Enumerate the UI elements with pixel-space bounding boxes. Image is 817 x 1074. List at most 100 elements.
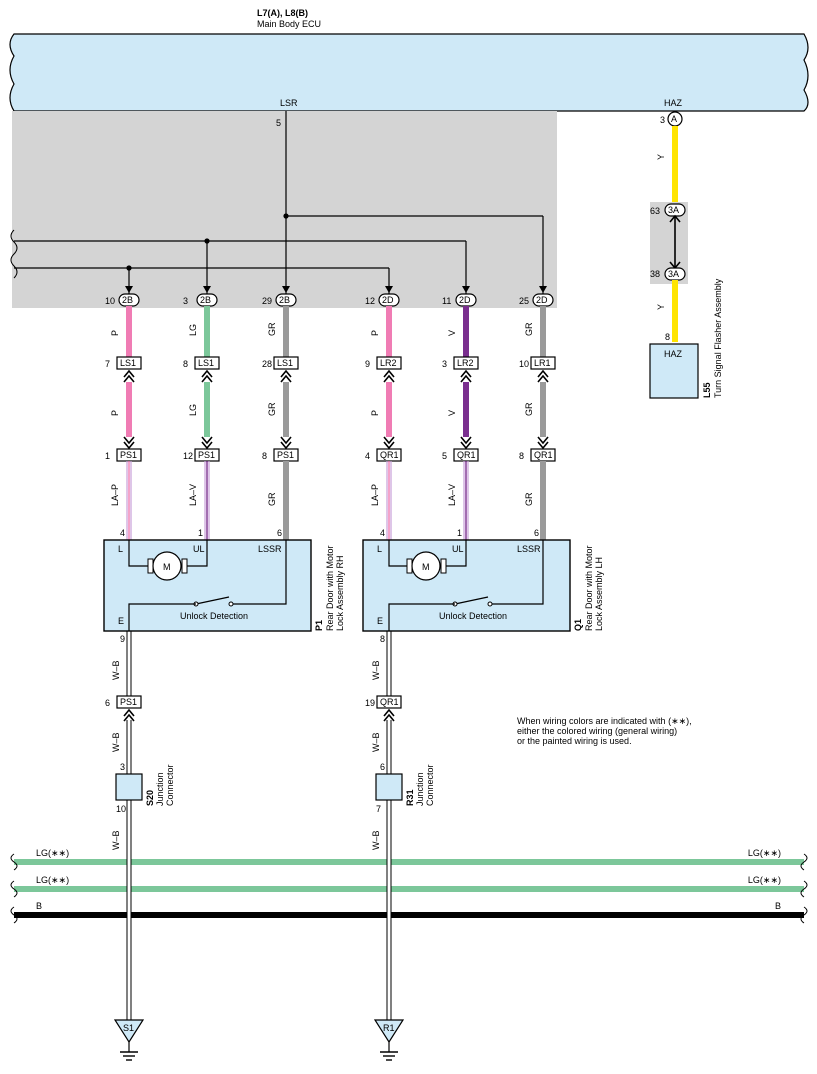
mid-connector-pin: 28 — [262, 359, 272, 369]
ground-connector — [116, 695, 142, 709]
wire-color-mid: V — [447, 410, 457, 416]
flasher-terminal-label: HAZ — [664, 349, 683, 359]
lock-lh-motor-icon — [411, 551, 441, 581]
wire-color-mid: GR — [524, 402, 534, 416]
bus-label-left: B — [36, 901, 42, 911]
mid-connector-id: LR1 — [534, 358, 551, 368]
bus-label-right: B — [775, 901, 781, 911]
junction-pin-top: 3 — [120, 762, 125, 772]
mid-connector-pin: 8 — [183, 359, 188, 369]
left-break-mark — [10, 229, 18, 279]
mid-connector — [273, 356, 299, 370]
door-connector-pin: 12 — [183, 451, 193, 461]
mid-connector-id: LS1 — [120, 358, 136, 368]
ground-id: S1 — [123, 1023, 134, 1033]
wire-color-top: V — [447, 330, 457, 336]
lock-lh-terminal-e: E — [377, 616, 383, 626]
junction-pin-bottom: 7 — [376, 804, 381, 814]
door-connector-id: PS1 — [198, 450, 215, 460]
flasher-conn-bot-pin: 38 — [650, 269, 660, 279]
ground-wire-color-3: W–B — [371, 830, 381, 850]
ground-triangle — [113, 1019, 145, 1044]
flasher-wire-color-bottom: Y — [656, 304, 666, 310]
device-pin: 6 — [277, 528, 282, 538]
branch-connector-id: 2B — [200, 295, 211, 305]
device-pin: 4 — [380, 528, 385, 538]
ground-pin-e: 9 — [120, 634, 125, 644]
branch-connector-pin: 25 — [519, 296, 529, 306]
lock-assembly-rh: L UL LSSR E M Unlock Detection P1 Rear D… — [103, 539, 345, 632]
junction-name-2: Connector — [425, 764, 435, 806]
bus-break-left — [10, 906, 18, 924]
ground-connector-id: PS1 — [120, 697, 137, 707]
junction-name-1: Junction — [415, 772, 425, 806]
junction-name-2: Connector — [165, 764, 175, 806]
door-connector-pin: 4 — [365, 451, 370, 461]
ecu-name: Main Body ECU — [257, 19, 321, 29]
ground-connector-pin: 19 — [365, 698, 375, 708]
bus-label-right: LG(∗∗) — [748, 875, 781, 885]
lock-lh-terminal-l: L — [377, 544, 382, 554]
mid-connector-id: LS1 — [277, 358, 293, 368]
bus-line-2: LG(∗∗)LG(∗∗) — [10, 875, 808, 898]
harness-panel — [12, 111, 557, 308]
junction-code: R31 — [405, 789, 415, 806]
mid-connector-id: LR2 — [457, 358, 474, 368]
flasher-name: Turn Signal Flasher Assembly — [713, 278, 723, 398]
flasher-box — [649, 343, 699, 399]
wire-color-low: LA–P — [370, 484, 380, 506]
junction-name-1: Junction — [155, 772, 165, 806]
ecu-pin-lsr: LSR — [280, 98, 298, 108]
mid-connector-pin: 7 — [105, 359, 110, 369]
note-line-2: either the colored wiring (general wirin… — [517, 726, 677, 736]
ground-wire-color-2: W–B — [111, 732, 121, 752]
flasher-code: L55 — [702, 382, 712, 398]
door-connector-id: QR1 — [534, 450, 553, 460]
bus-break-left — [10, 853, 18, 871]
bus-break-right — [800, 906, 808, 924]
lock-rh-terminal-e: E — [118, 616, 124, 626]
ground-connector-pin: 6 — [105, 698, 110, 708]
door-connector-id: PS1 — [120, 450, 137, 460]
ground-id: R1 — [383, 1023, 395, 1033]
junction-code: S20 — [145, 790, 155, 806]
wire-color-top: P — [110, 330, 120, 336]
lock-lh-terminal-lssr: LSSR — [517, 544, 541, 554]
bus-label-right: LG(∗∗) — [748, 848, 781, 858]
wire-color-low: LA–V — [188, 484, 198, 506]
door-connector-pin: 8 — [262, 451, 267, 461]
lock-lh-motor-label: M — [422, 562, 430, 572]
branch-connector-pin: 11 — [442, 296, 451, 306]
wire-color-top: P — [370, 330, 380, 336]
wire-color-top: GR — [524, 322, 534, 336]
ground-wire-color-2: W–B — [371, 732, 381, 752]
ground-wire-color-1: W–B — [371, 660, 381, 680]
haz-pin-number: 3 — [660, 115, 665, 125]
flasher-branch: 3 A Y 63 3A 38 3A Y 8 HAZ L55 Turn Signa… — [649, 111, 723, 399]
lock-lh-name-2: Lock Assembly LH — [594, 557, 604, 631]
bus-break-right — [800, 880, 808, 898]
branch-connector-id: 2D — [536, 295, 548, 305]
junction-connector-box — [115, 773, 143, 801]
flasher-conn-top-id: 3A — [668, 205, 679, 215]
door-connector-pin: 1 — [105, 451, 110, 461]
lock-rh-motor-icon — [152, 551, 182, 581]
bus-line-1: LG(∗∗)LG(∗∗) — [10, 848, 808, 871]
flasher-conn-top-pin: 63 — [650, 206, 660, 216]
ecu-pin-haz: HAZ — [664, 98, 683, 108]
door-connector-pin: 5 — [442, 451, 447, 461]
branch-connector-id: 2B — [279, 295, 290, 305]
note-line-3: or the painted wiring is used. — [517, 736, 632, 746]
lock-rh-terminal-l: L — [118, 544, 123, 554]
lock-lh-detection-label: Unlock Detection — [439, 611, 507, 621]
lock-rh-detection-label: Unlock Detection — [180, 611, 248, 621]
door-connector-pin: 8 — [519, 451, 524, 461]
wire-color-low: LA–V — [447, 484, 457, 506]
